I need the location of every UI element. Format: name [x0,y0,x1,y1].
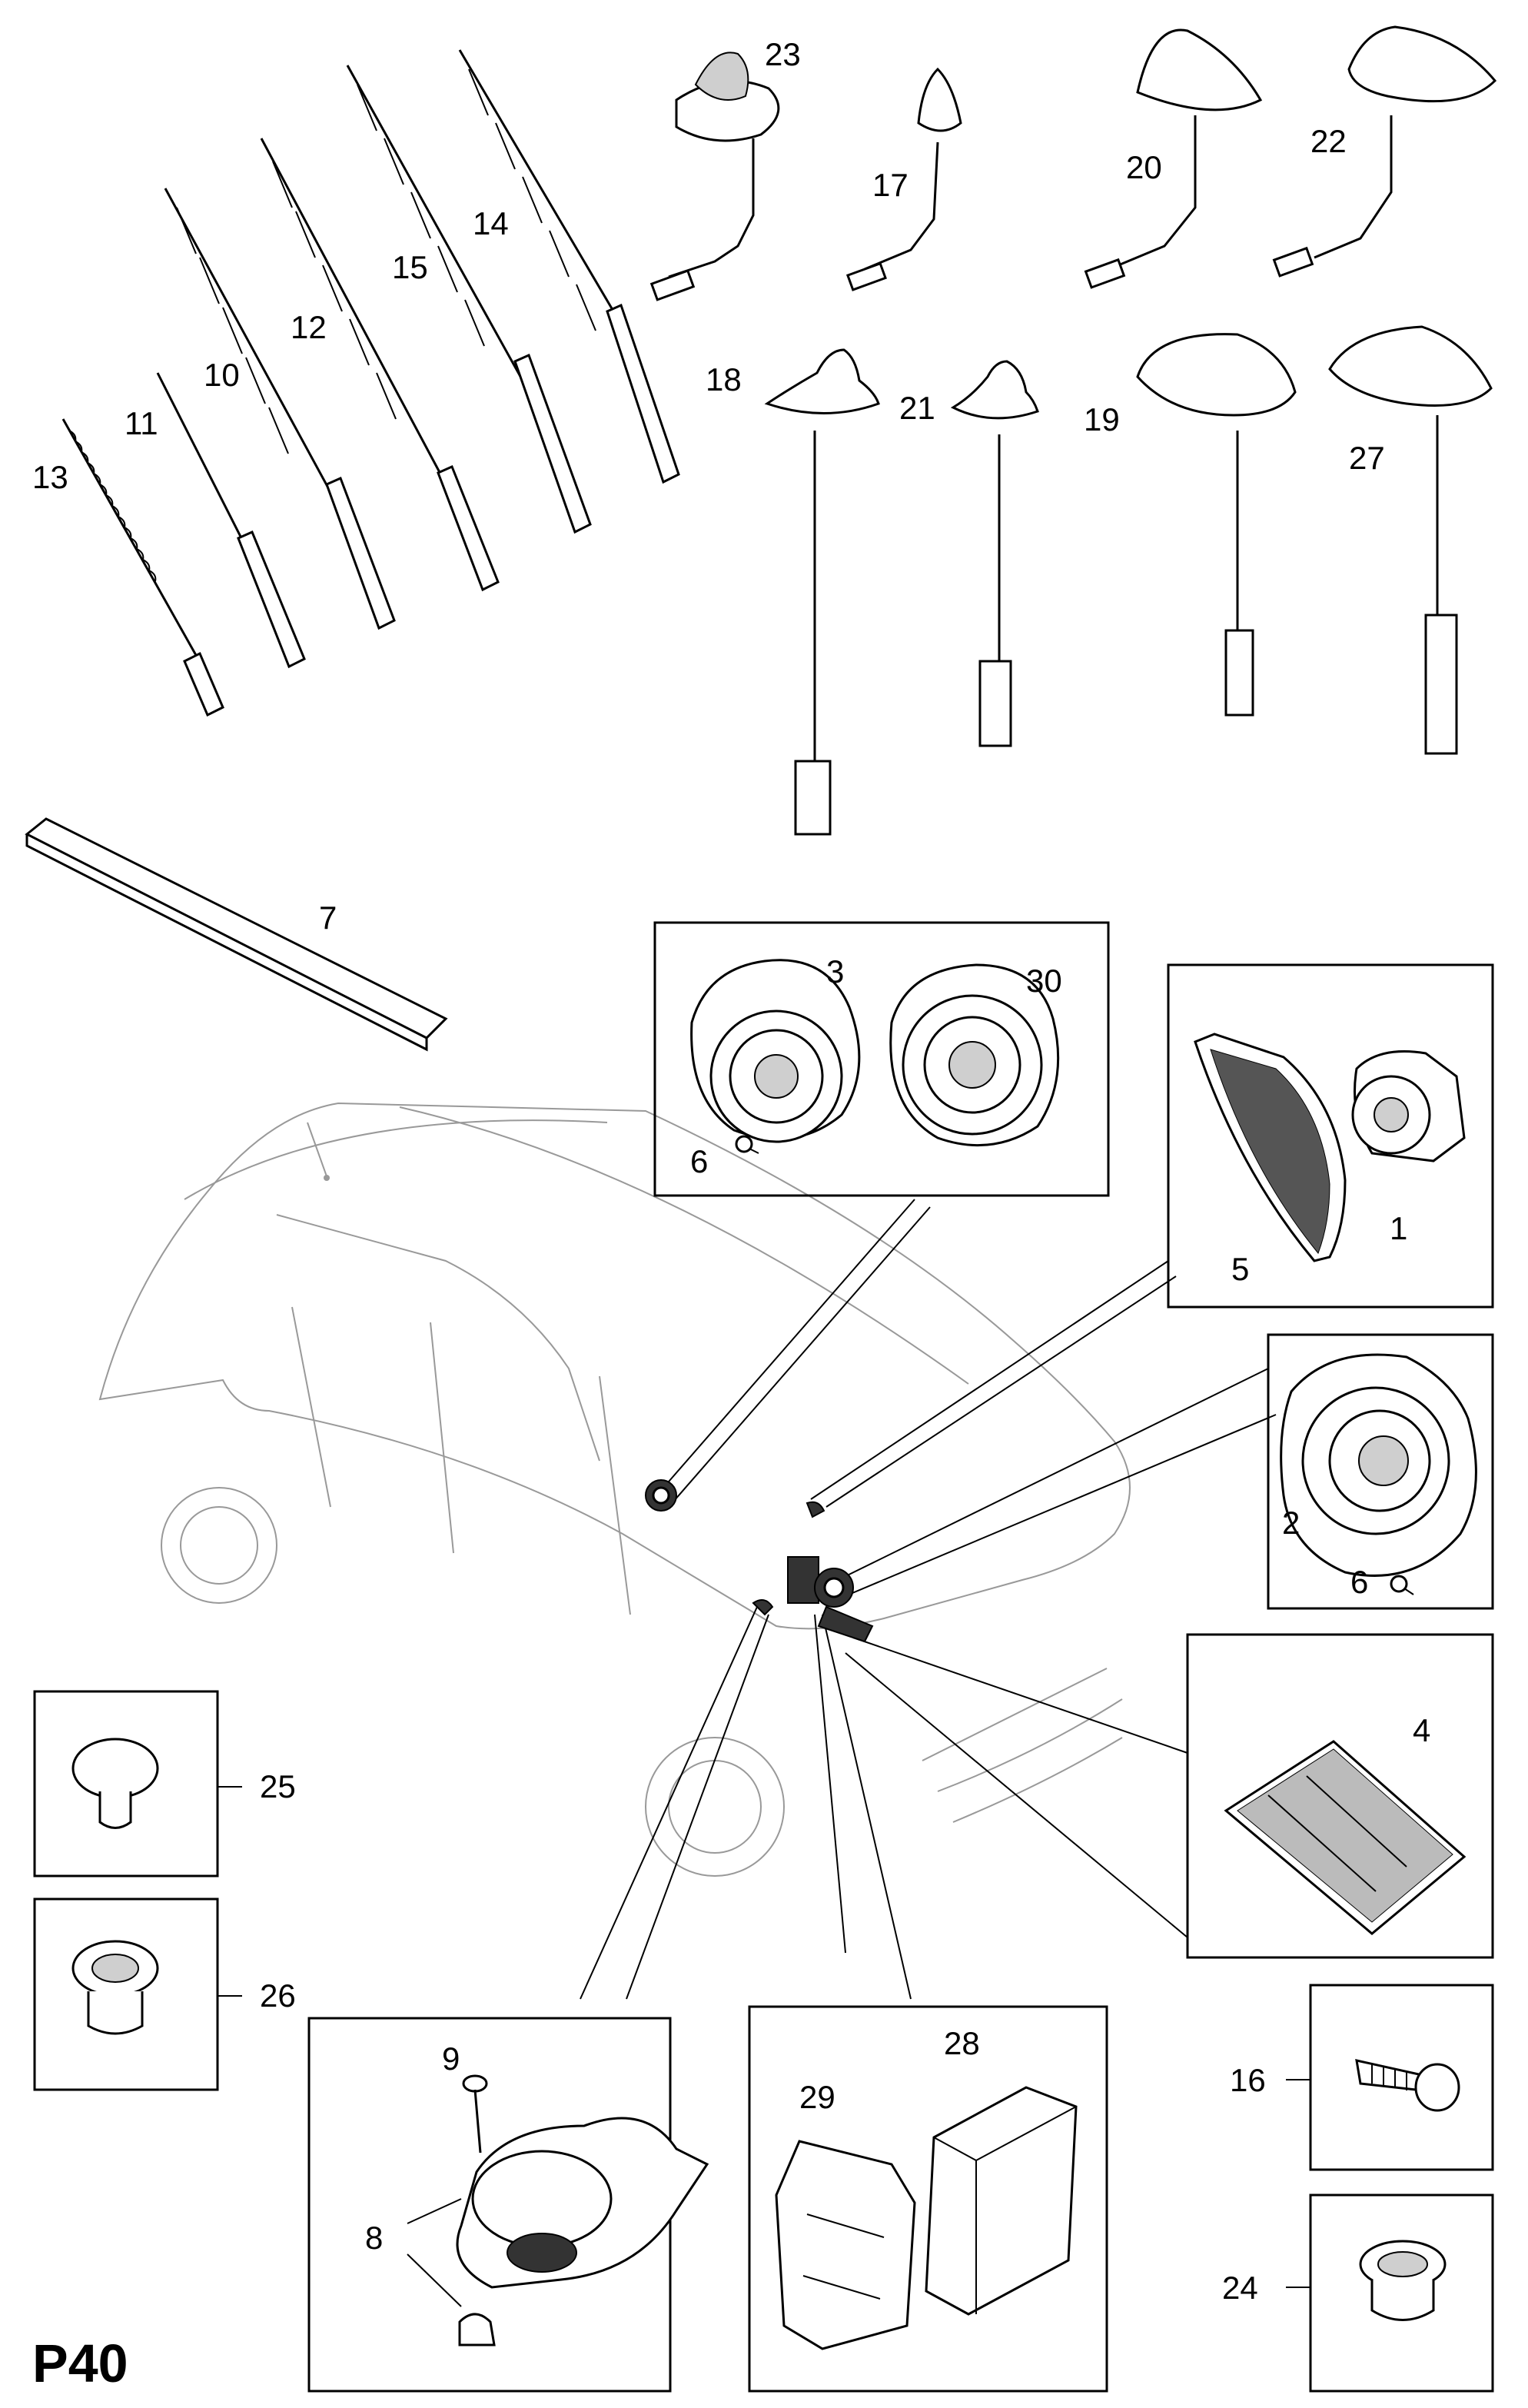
label-16: 16 [1230,2062,1266,2098]
label-29: 29 [799,2079,835,2115]
antenna-base-23[interactable] [649,52,780,301]
door-speaker-3[interactable] [690,959,861,1143]
bracket-29[interactable] [775,2140,916,2350]
callout-box-door-speakers [653,921,1110,1197]
part-number-labels: 23 17 20 22 14 15 12 10 11 13 18 21 19 2… [32,36,1430,2306]
label-21: 21 [899,390,935,426]
antenna-rod-14[interactable] [458,49,680,484]
screw-6-b[interactable] [1390,1575,1414,1595]
callout-box-bolt-16 [1286,1984,1494,2171]
clip-bracket-8[interactable] [458,2313,496,2346]
label-24: 24 [1222,2270,1258,2306]
front-speaker-2[interactable] [1280,1353,1477,1577]
callout-box-modules [748,2005,1108,2393]
callout-box-nut-24 [1286,2193,1494,2393]
label-8: 8 [365,2220,383,2256]
antenna-rod-15[interactable] [346,65,592,534]
grille-panel-4[interactable] [1224,1740,1467,1935]
clip-25[interactable] [71,1738,159,1829]
label-5: 5 [1231,1251,1249,1287]
label-30: 30 [1026,963,1062,999]
antenna-base-27[interactable] [1328,325,1493,755]
callout-box-front-speaker [1267,1333,1494,1610]
antenna-base-18[interactable] [764,348,880,836]
callout-box-clip-25 [33,1690,242,1878]
speaker-grille-5[interactable] [1194,1033,1347,1262]
label-28: 28 [944,2025,980,2061]
label-3: 3 [826,953,844,989]
label-15: 15 [392,249,428,285]
antenna-rod-11[interactable] [156,372,306,669]
label-27: 27 [1349,440,1385,476]
nut-26[interactable] [71,1940,159,2035]
label-2: 2 [1282,1505,1300,1541]
label-12: 12 [291,309,327,345]
bolt-16[interactable] [1355,2059,1460,2112]
callout-box-nut-26 [33,1897,242,2091]
door-speaker-30[interactable] [889,963,1060,1147]
installed-speaker-markers [645,1479,874,1643]
callout-box-grille-panel [1186,1633,1494,1959]
label-10: 10 [204,357,240,393]
antenna-base-17[interactable] [845,67,962,291]
label-25: 25 [260,1768,296,1804]
label-14: 14 [473,205,509,241]
callout-box-speaker-8 [307,2017,709,2393]
label-26: 26 [260,1977,296,2014]
antenna-base-19[interactable] [1136,333,1297,717]
label-1: 1 [1390,1210,1407,1246]
label-19: 19 [1084,401,1120,437]
label-22: 22 [1310,123,1347,159]
screw-6-a[interactable] [735,1135,759,1154]
speaker-8[interactable] [456,2117,709,2289]
antenna-base-20[interactable] [1084,28,1263,289]
label-4: 4 [1413,1712,1430,1748]
antenna-rod-13[interactable] [61,418,224,717]
module-28[interactable] [925,2086,1078,2316]
antenna-base-21[interactable] [950,360,1039,747]
antenna-rod-10[interactable] [164,188,396,630]
callout-leaders [580,1199,1277,2000]
label-23: 23 [765,36,801,72]
tweeter-1[interactable] [1351,1050,1466,1162]
label-6a: 6 [690,1143,708,1179]
label-9: 9 [442,2040,460,2077]
trim-strip-7[interactable] [25,817,448,1052]
label-13: 13 [32,459,68,495]
label-6b: 6 [1350,1564,1368,1600]
page-code: P40 [32,2333,128,2393]
antenna-base-22[interactable] [1272,25,1497,278]
label-11: 11 [125,405,158,441]
label-7: 7 [319,900,337,936]
label-18: 18 [706,361,742,397]
screw-9[interactable] [462,2074,488,2154]
antenna-rod-12[interactable] [260,138,500,592]
label-17: 17 [872,167,908,203]
callout-box-tweeter [1167,963,1494,1309]
label-20: 20 [1126,149,1162,185]
nut-24[interactable] [1359,2240,1447,2321]
